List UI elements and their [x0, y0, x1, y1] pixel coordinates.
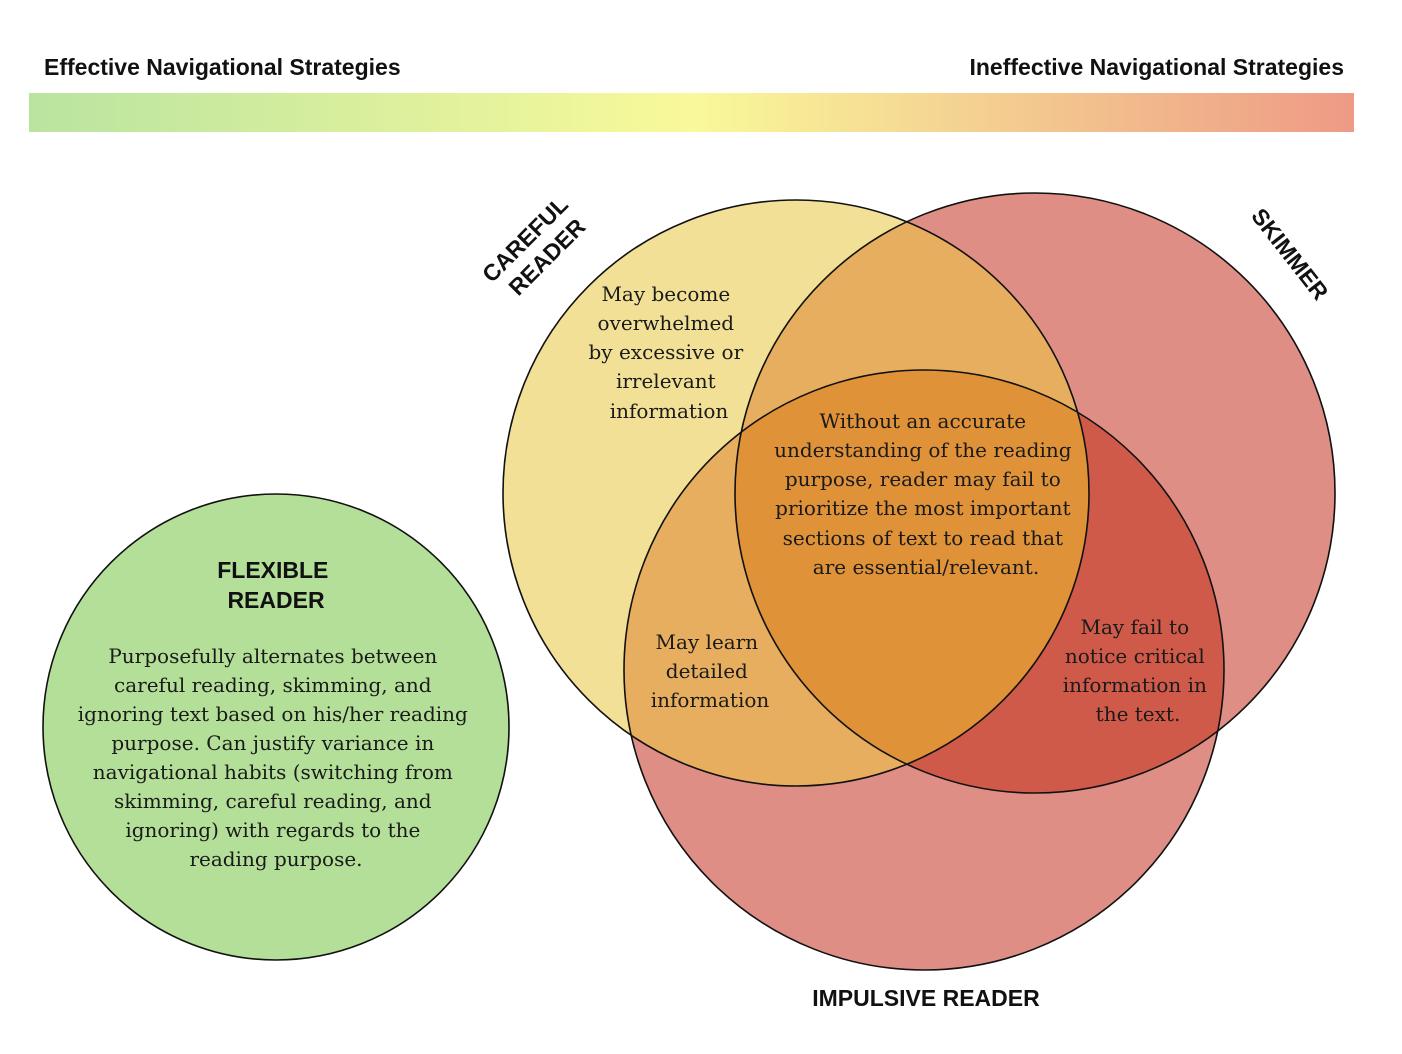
- skimmer-impulsive-description: May fail to notice critical information …: [1063, 615, 1214, 726]
- effective-strategies-label: Effective Navigational Strategies: [44, 54, 401, 80]
- flexible-reader-description: Purposefully alternates between careful …: [78, 644, 474, 871]
- careful-reader-description: May become overwhelmed by excessive or i…: [589, 282, 750, 423]
- skimmer-title: SKIMMER: [1246, 203, 1334, 305]
- center-overlap-description: Without an accurate understanding of the…: [774, 409, 1078, 579]
- impulsive-reader-title: IMPULSIVE READER: [812, 985, 1040, 1011]
- careful-impulsive-description: May learn detailed information: [651, 630, 770, 712]
- effectiveness-gradient-bar: [29, 93, 1354, 132]
- impulsive-reader-outline: [623, 369, 1225, 971]
- careful-reader-title: CAREFUL READER: [477, 187, 597, 307]
- flexible-reader-title: FLEXIBLE READER: [217, 557, 335, 613]
- skimmer-outline: [734, 192, 1336, 794]
- center-overlap: [735, 370, 1089, 786]
- ineffective-strategies-label: Ineffective Navigational Strategies: [969, 54, 1344, 80]
- careful-reader-outline: [502, 199, 1090, 787]
- flexible-reader-circle: [42, 493, 510, 961]
